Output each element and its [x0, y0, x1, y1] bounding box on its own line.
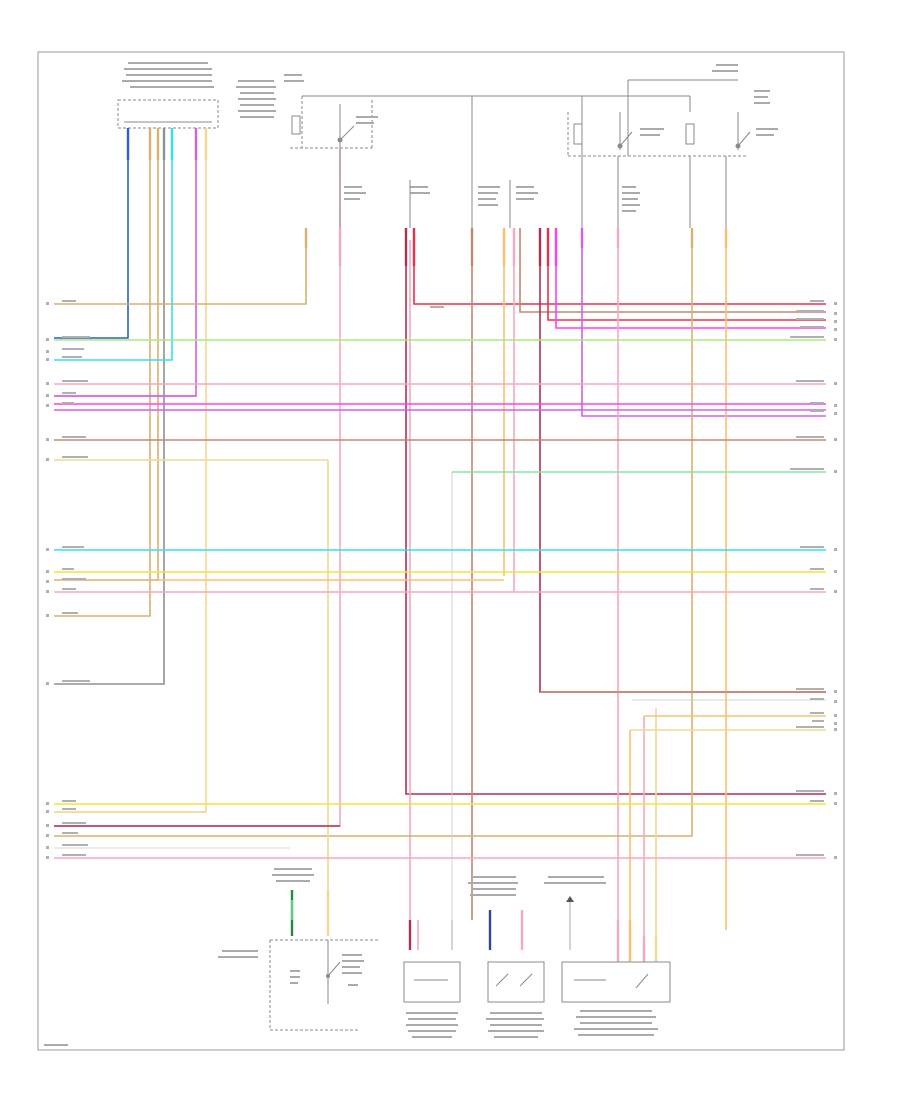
wire-tan-v3: [54, 128, 207, 813]
bottom-module-center: [468, 876, 545, 1038]
wire-red-drop: [413, 228, 826, 305]
right-wire-labels: [790, 300, 824, 856]
bottom-switch-left: [218, 868, 378, 1031]
fuse-label-b: [640, 90, 778, 136]
bottom-module-right: [544, 876, 671, 1036]
wire-darkred-drop2: [539, 228, 826, 693]
wire-darkred-drop: [405, 228, 826, 795]
fuse-label-a: [356, 116, 378, 124]
bottom-module-center-left: [403, 920, 461, 1038]
connector-stubs: [126, 128, 728, 266]
right-pin-numbers: [834, 302, 837, 859]
bus-drops: [339, 96, 727, 228]
vertical-wires: [54, 128, 826, 936]
drop-labels: [344, 186, 640, 212]
fuse-block-right: [567, 64, 751, 157]
wire-brown-drop2: [519, 228, 826, 313]
wire-violet-drop2: [581, 228, 826, 417]
wire-pink-drop1: [54, 148, 341, 827]
wire-gray-v: [54, 128, 165, 685]
wire-red-drop2: [547, 228, 826, 321]
wire-blue-v: [54, 128, 129, 339]
mid-wire-labels: [430, 306, 444, 308]
left-pin-numbers: [46, 302, 49, 859]
wire-tan-drop2: [54, 228, 693, 837]
sensor-module-box: [117, 99, 219, 129]
left-wire-labels: [62, 300, 90, 856]
sensor-module-label: [122, 62, 214, 88]
footer-code-mark: [44, 1044, 68, 1046]
wire-tan-drop1: [54, 228, 307, 305]
wire-tan-v2: [54, 128, 159, 581]
horizontal-wires: [54, 339, 826, 859]
wire-cyan-v: [54, 128, 173, 361]
wire-violet-v: [54, 128, 197, 397]
fuse-block-left: [284, 74, 690, 149]
wire-tan-v1: [54, 128, 151, 617]
connector-label-top: [236, 80, 276, 118]
diagram-border: [37, 51, 845, 1051]
